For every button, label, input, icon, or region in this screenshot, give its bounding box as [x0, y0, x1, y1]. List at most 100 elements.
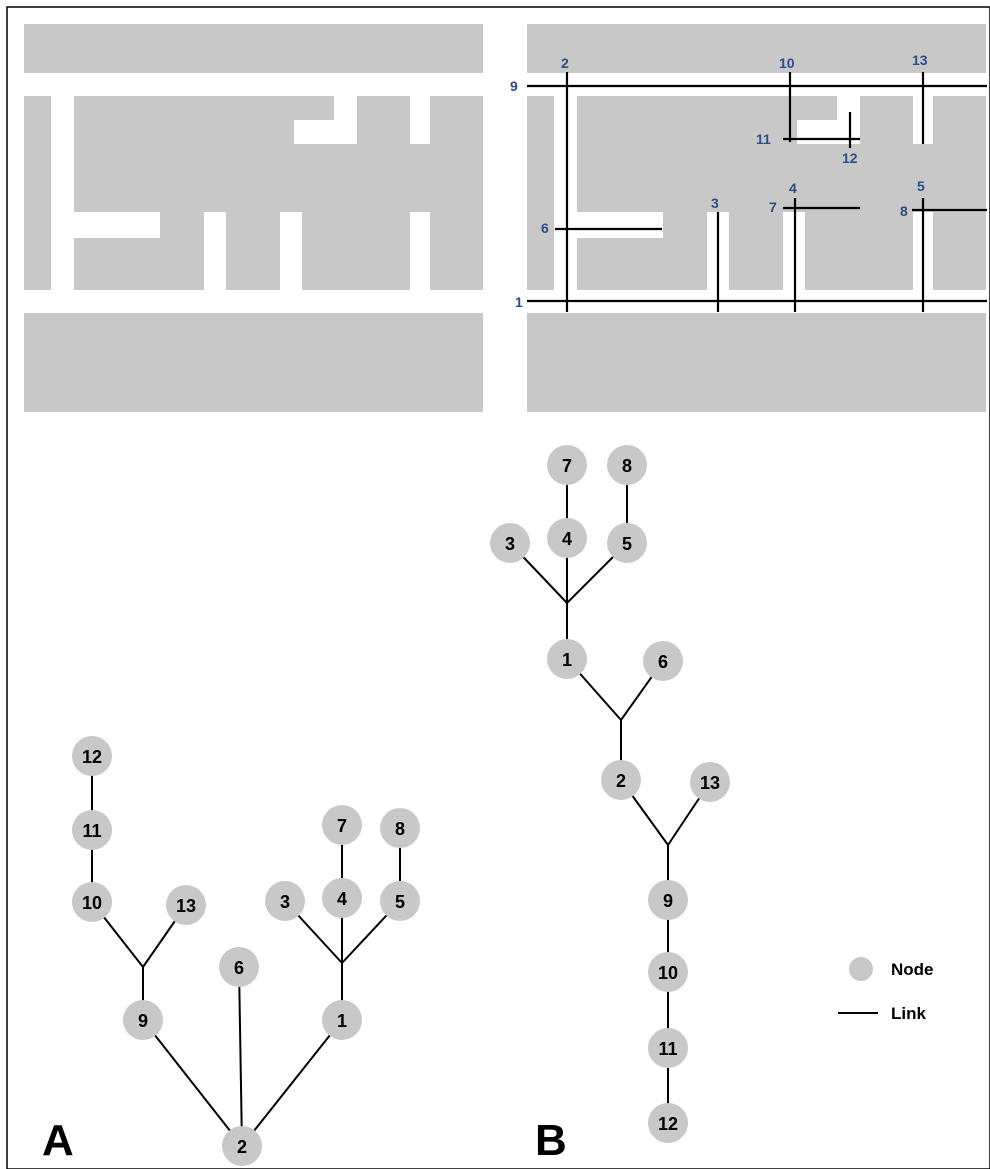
block	[302, 212, 410, 290]
street-lines	[527, 72, 987, 312]
graph-node	[643, 641, 683, 681]
block	[860, 96, 913, 144]
graph-node	[607, 523, 647, 563]
graph-node-label: 10	[658, 963, 678, 983]
graph-node	[166, 885, 206, 925]
graph-node-label: 5	[395, 892, 405, 912]
graph-node-label: 2	[616, 771, 626, 791]
block	[24, 96, 51, 290]
graph-node	[547, 639, 587, 679]
map-right	[527, 24, 986, 412]
legend-link-label: Link	[891, 1004, 926, 1023]
graph-node	[322, 878, 362, 918]
block	[933, 96, 986, 144]
graph-node	[601, 760, 641, 800]
graph-node	[547, 445, 587, 485]
graph-node	[648, 1028, 688, 1068]
panel-label-a: A	[42, 1116, 74, 1165]
block	[783, 144, 913, 212]
street-number: 1	[515, 294, 523, 310]
block	[24, 24, 483, 73]
street-number: 11	[756, 131, 771, 147]
block	[430, 212, 483, 290]
block	[357, 96, 410, 144]
block	[74, 96, 280, 212]
graph-node	[380, 881, 420, 921]
block	[663, 212, 707, 238]
graph-node-label: 10	[82, 893, 102, 913]
graph-link	[142, 1019, 243, 1147]
block	[797, 96, 837, 120]
graph-node-label: 11	[82, 821, 101, 841]
graph-node	[123, 1000, 163, 1040]
street-number: 3	[711, 195, 719, 211]
graph-node-label: 12	[82, 747, 102, 767]
block	[577, 238, 707, 290]
street-number: 5	[917, 178, 925, 194]
block	[160, 212, 204, 238]
block	[294, 96, 334, 120]
block	[527, 24, 986, 73]
graph-link	[238, 966, 243, 1147]
graph-b: 7 8 3 4 5 1 6 2 13 9 10 11 12	[490, 445, 730, 1143]
block	[280, 144, 410, 212]
street-number: 12	[842, 150, 858, 166]
graph-node	[690, 762, 730, 802]
graph-node	[72, 736, 112, 776]
block	[430, 96, 483, 144]
graph-node-label: 6	[234, 958, 244, 978]
graph-node-label: 4	[562, 529, 572, 549]
graph-node-label: 13	[700, 773, 720, 793]
graph-node-label: 12	[658, 1114, 678, 1134]
graph-node-label: 9	[663, 891, 673, 911]
legend-node-icon	[849, 957, 873, 981]
block	[913, 144, 986, 212]
graph-node	[607, 445, 647, 485]
graph-node-label: 1	[562, 650, 572, 670]
street-numbers: 9 2 10 13 11 12 4 7 3 5 8 6 1	[510, 52, 928, 310]
graph-node-label: 13	[176, 896, 196, 916]
graph-node	[322, 1000, 362, 1040]
graph-node-label: 5	[622, 534, 632, 554]
street-number: 13	[912, 52, 928, 68]
block	[74, 238, 204, 290]
graph-node-label: 8	[395, 819, 405, 839]
graph-node	[648, 880, 688, 920]
block	[527, 313, 986, 412]
street-number: 10	[779, 55, 795, 71]
map-left	[24, 24, 483, 412]
graph-node	[72, 810, 112, 850]
graph-node	[380, 808, 420, 848]
graph-node-label: 1	[337, 1011, 347, 1031]
graph-node-label: 7	[562, 456, 572, 476]
street-number: 7	[769, 199, 777, 215]
graph-node-label: 3	[505, 534, 515, 554]
graph-node-label: 9	[138, 1011, 148, 1031]
panel-label-b: B	[535, 1116, 567, 1165]
street-number: 4	[789, 180, 797, 196]
graph-node	[265, 881, 305, 921]
graph-node	[222, 1126, 262, 1166]
graph-node	[648, 1103, 688, 1143]
graph-node-label: 8	[622, 456, 632, 476]
legend: Node Link	[838, 957, 934, 1023]
block	[410, 144, 483, 212]
graph-node-label: 4	[337, 889, 347, 909]
graph-node-label: 11	[658, 1039, 677, 1059]
graph-node-label: 3	[280, 892, 290, 912]
block	[280, 96, 294, 144]
street-number: 2	[561, 55, 569, 71]
graph-node	[72, 882, 112, 922]
block	[577, 96, 783, 212]
graph-node	[547, 518, 587, 558]
block	[527, 96, 554, 290]
graph-node	[648, 952, 688, 992]
graph-node-label: 6	[658, 652, 668, 672]
graph-node	[322, 805, 362, 845]
block	[933, 212, 986, 290]
block	[226, 212, 280, 290]
graph-node-label: 7	[337, 816, 347, 836]
graph-link	[241, 1019, 343, 1147]
